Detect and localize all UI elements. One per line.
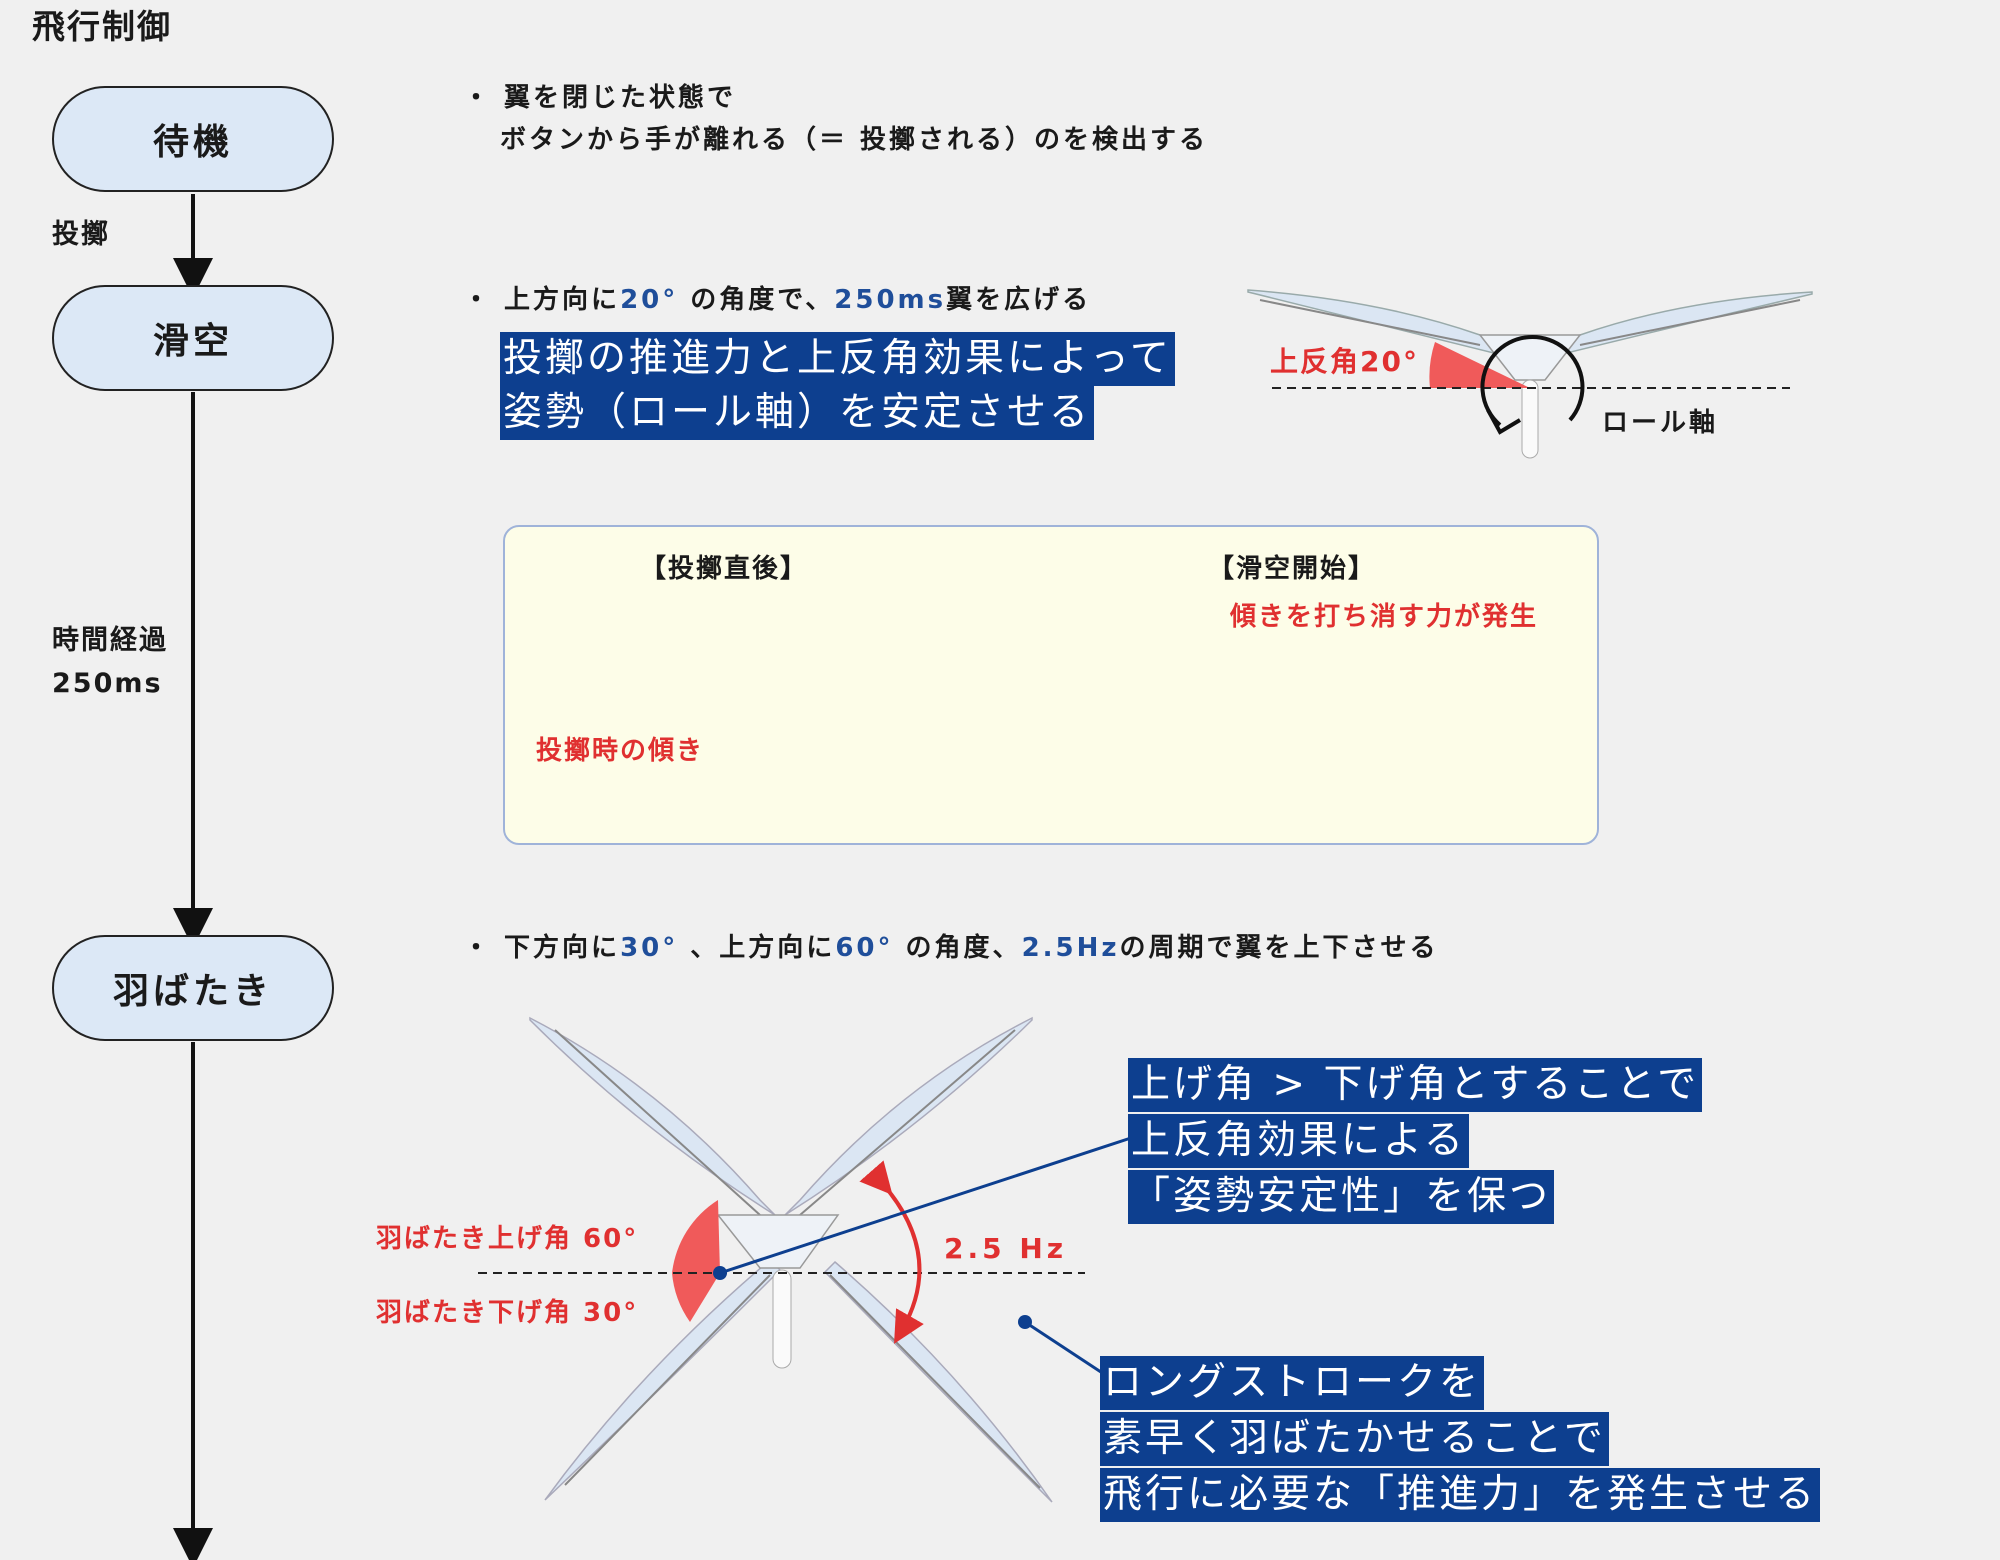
glide-desc: ・ 上方向に20° の角度で、250ms翼を広げる (463, 285, 1092, 315)
throw-moment-title: 【投擲直後】 (640, 554, 809, 584)
transition-elapsed-2: 250ms (52, 668, 163, 699)
glide-drone-illustration (1247, 289, 1813, 459)
flap-highlight-a2: 上反角効果による (1128, 1114, 1469, 1168)
standby-desc-1: ・ 翼を閉じた状態で (463, 83, 737, 113)
flap-down-angle-label: 羽ばたき下げ角 30° (376, 1298, 639, 1328)
flap-highlight-a3: 「姿勢安定性」を保つ (1128, 1170, 1555, 1224)
glide-start-title: 【滑空開始】 (1208, 554, 1377, 584)
glide-explanation-box (503, 525, 1599, 845)
state-glide: 滑空 (52, 285, 334, 391)
glide-highlight-2: 姿勢（ロール軸）を安定させる (500, 386, 1095, 440)
counter-force-note: 傾きを打ち消す力が発生 (1230, 602, 1539, 632)
flap-highlight-a1: 上げ角 > 下げ角とすることで (1128, 1058, 1703, 1112)
flap-frequency-label: 2.5 Hz (944, 1232, 1068, 1265)
throw-tilt-note: 投擲時の傾き (536, 736, 705, 766)
flap-desc: ・ 下方向に30° 、上方向に60° の角度、2.5Hzの周期で翼を上下させる (463, 933, 1439, 963)
transition-throw: 投擲 (52, 219, 110, 250)
flap-drone-illustration (478, 1016, 1141, 1503)
transition-elapsed-1: 時間経過 (52, 625, 168, 656)
flap-highlight-b2: 素早く羽ばたかせることで (1100, 1412, 1609, 1466)
flap-highlight-b1: ロングストロークを (1100, 1356, 1485, 1410)
state-standby: 待機 (52, 86, 334, 192)
flap-up-angle-label: 羽ばたき上げ角 60° (376, 1224, 639, 1254)
glide-highlight-1: 投擲の推進力と上反角効果によって (500, 332, 1175, 386)
flap-highlight-b3: 飛行に必要な「推進力」を発生させる (1100, 1468, 1821, 1522)
roll-axis-label: ロール軸 (1602, 408, 1719, 438)
dihedral-angle-label: 上反角20° (1270, 345, 1419, 378)
state-flap: 羽ばたき (52, 935, 334, 1041)
standby-desc-2: ボタンから手が離れる（＝ 投擲される）のを検出する (500, 125, 1209, 155)
page-title: 飛行制御 (32, 7, 172, 46)
